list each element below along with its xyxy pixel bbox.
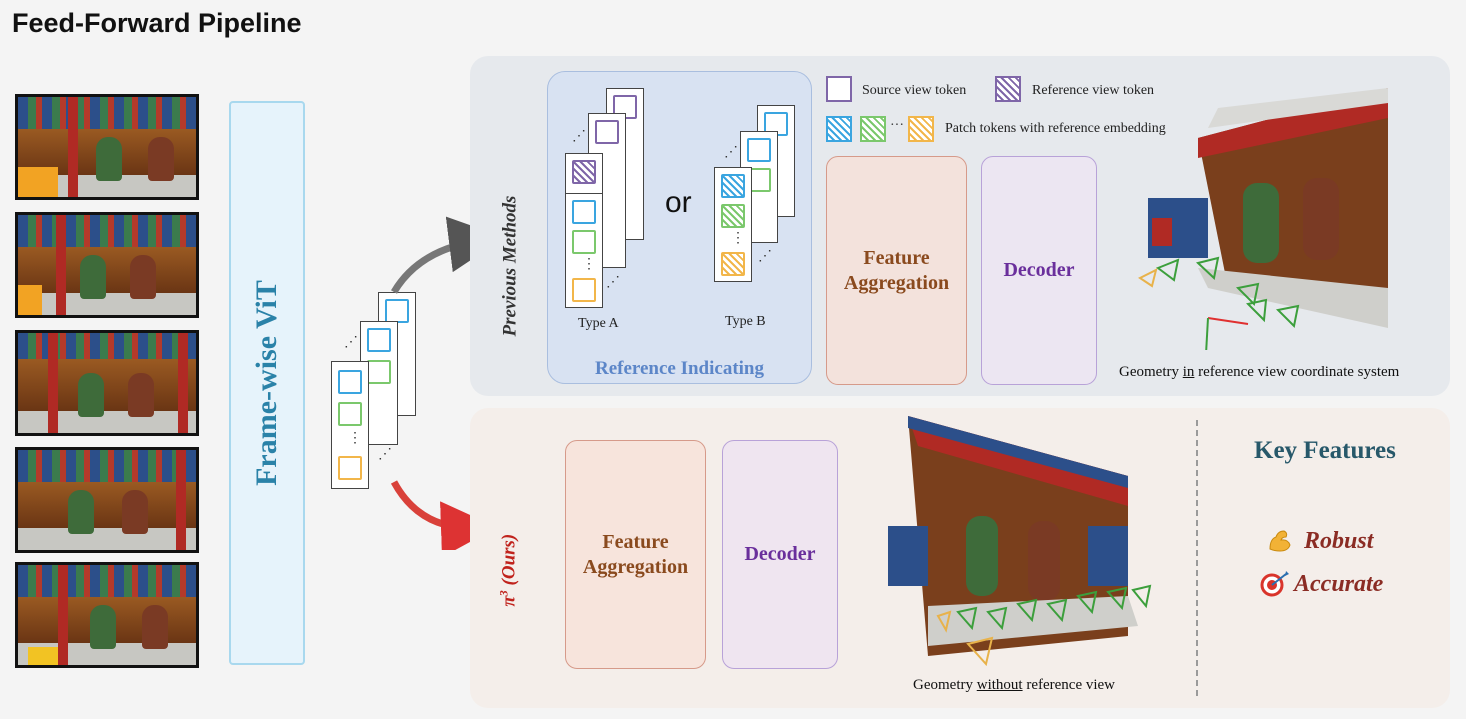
legend-ellipsis: ··· <box>890 118 904 133</box>
or-label: or <box>665 186 692 219</box>
patch-token <box>747 138 771 162</box>
input-frame <box>15 330 199 436</box>
patch-token-swatch <box>860 116 886 142</box>
patch-token <box>721 252 745 276</box>
key-features-title: Key Features <box>1254 437 1396 464</box>
feature-aggregation-line1: Feature <box>602 530 669 553</box>
patch-token <box>572 200 596 224</box>
input-frame <box>15 212 199 318</box>
token <box>367 328 391 352</box>
patch-token <box>721 174 745 198</box>
previous-geometry-caption: Geometry in reference view coordinate sy… <box>1119 364 1400 380</box>
token <box>338 370 362 394</box>
flexed-biceps-icon <box>1266 527 1294 555</box>
input-frame <box>15 447 199 553</box>
type-b-label: Type B <box>725 314 766 329</box>
vit-block <box>229 101 305 665</box>
patch-token-swatch <box>826 116 852 142</box>
previous-methods-label: Previous Methods <box>499 195 520 337</box>
source-token-swatch <box>826 76 852 102</box>
key-feature-accurate: Accurate <box>1294 571 1384 597</box>
reference-token <box>572 160 596 184</box>
vit-label: Frame-wise ViT <box>250 280 283 486</box>
input-frame <box>15 94 199 200</box>
token <box>338 402 362 426</box>
divider <box>1196 420 1198 696</box>
key-feature-robust: Robust <box>1304 528 1374 554</box>
patch-token-swatch <box>908 116 934 142</box>
reference-indicating-title: Reference Indicating <box>594 358 765 379</box>
type-a-label: Type A <box>578 316 619 331</box>
page-title: Feed-Forward Pipeline <box>12 8 302 38</box>
arrow-ours <box>390 480 497 550</box>
source-token <box>595 120 619 144</box>
patch-token <box>572 278 596 302</box>
token-card: ⋮ <box>714 167 752 282</box>
decoder-block: Decoder <box>981 156 1097 385</box>
target-icon <box>1260 570 1290 598</box>
ours-decoder-block: Decoder <box>722 440 838 669</box>
reference-token-swatch <box>995 76 1021 102</box>
ours-geometry-caption: Geometry without reference view <box>913 677 1116 693</box>
patch-token <box>572 230 596 254</box>
decoder-label: Decoder <box>744 543 816 565</box>
feature-aggregation-line2: Aggregation <box>582 555 689 578</box>
legend-reference-token: Reference view token <box>1032 83 1155 98</box>
legend-patch-tokens: Patch tokens with reference embedding <box>945 121 1166 136</box>
reconstruction-ours <box>888 416 1163 676</box>
token-card: ⋮ <box>331 361 369 489</box>
patch-token <box>721 204 745 228</box>
feature-aggregation-line2: Aggregation <box>843 271 950 294</box>
decoder-label: Decoder <box>1003 259 1075 281</box>
token-card: ⋮ <box>565 193 603 308</box>
ours-label: π3 (Ours) <box>495 533 520 607</box>
legend-source-token: Source view token <box>862 83 967 98</box>
token <box>338 456 362 480</box>
feature-aggregation-line1: Feature <box>863 246 930 269</box>
reconstruction-previous <box>1138 88 1392 355</box>
input-frame <box>15 562 199 668</box>
